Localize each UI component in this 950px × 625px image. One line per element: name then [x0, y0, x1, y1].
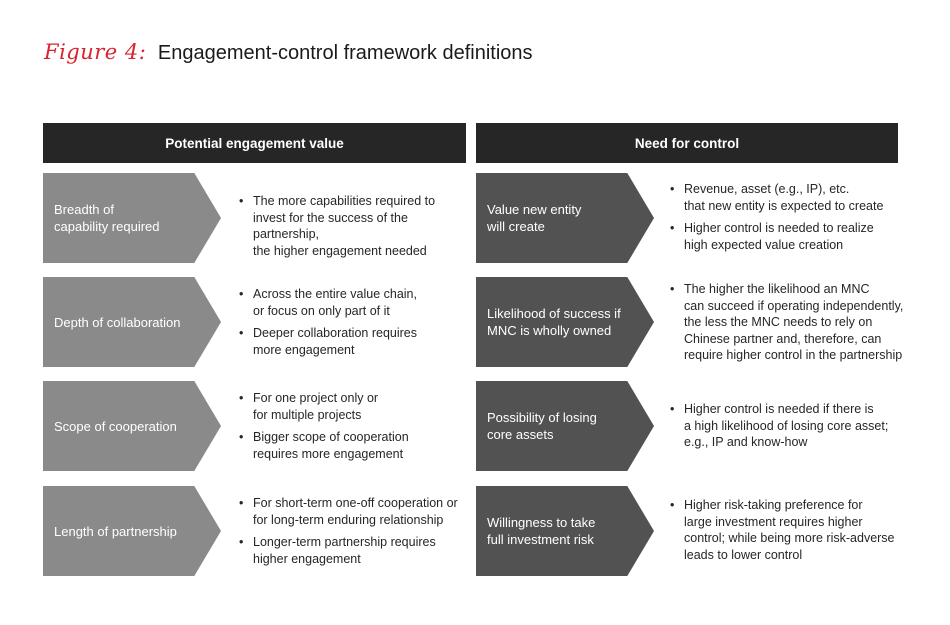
label-line: Value new entity [487, 202, 582, 217]
label-line: Breadth of [54, 202, 114, 217]
bullet-line: high expected value creation [684, 237, 844, 252]
label-line: capability required [54, 219, 160, 234]
label-line: MNC is wholly owned [487, 323, 612, 338]
control-label-text: Value new entity will create [487, 201, 581, 235]
control-label-text: Possibility of losing core assets [487, 409, 597, 443]
bullet-line: Higher control is needed to realize [684, 221, 874, 235]
control-label-4: Willingness to take full investment risk [476, 486, 654, 576]
bullet-line: The more capabilities required to [253, 194, 436, 208]
bullet-line: the higher engagement needed [253, 243, 427, 258]
bullet-line: For one project only or [253, 391, 379, 405]
bullet-line: that new entity is expected to create [684, 198, 884, 213]
header-potential-engagement-value: Potential engagement value [43, 123, 466, 163]
label-line: Possibility of losing [487, 410, 597, 425]
figure-title-text: Engagement-control framework definitions [157, 42, 533, 64]
bullet-line: Higher risk-taking preference for [684, 498, 863, 512]
bullet-line: Chinese partner and, therefore, can [684, 331, 882, 346]
figure-number: Figure 4: [44, 40, 147, 64]
bullet-item: The more capabilities required to invest … [237, 193, 472, 259]
bullet-line: Revenue, asset (e.g., IP), etc. [684, 182, 850, 196]
control-bullets-4: Higher risk-taking preference for large i… [668, 497, 918, 569]
bullet-line: higher engagement [253, 551, 361, 566]
engagement-label-4: Length of partnership [43, 486, 221, 576]
bullet-item: For one project only or for multiple proj… [237, 390, 472, 423]
bullet-line: Higher control is needed if there is [684, 402, 874, 416]
bullet-line: more engagement [253, 342, 355, 357]
bullet-item: Higher control is needed to realize high … [668, 220, 918, 253]
control-bullets-3: Higher control is needed if there is a hi… [668, 401, 918, 457]
engagement-bullets-4: For short-term one-off cooperation or for… [237, 495, 472, 573]
bullet-line: The higher the likelihood an MNC [684, 282, 870, 296]
bullet-item: Higher control is needed if there is a hi… [668, 401, 918, 451]
bullet-line: Longer-term partnership requires [253, 535, 436, 549]
label-line: core assets [487, 427, 554, 442]
control-label-3: Possibility of losing core assets [476, 381, 654, 471]
bullet-item: Higher risk-taking preference for large i… [668, 497, 918, 563]
bullet-line: a high likelihood of losing core asset; [684, 418, 889, 433]
control-label-text: Likelihood of success if MNC is wholly ow… [487, 305, 621, 339]
label-line: Length of partnership [54, 523, 177, 539]
bullet-item: Deeper collaboration requires more engage… [237, 325, 472, 358]
engagement-label-2: Depth of collaboration [43, 277, 221, 367]
engagement-bullets-3: For one project only or for multiple proj… [237, 390, 472, 468]
engagement-label-text: Length of partnership [54, 523, 177, 540]
bullet-line: Bigger scope of cooperation [253, 430, 409, 444]
engagement-label-1: Breadth of capability required [43, 173, 221, 263]
control-label-text: Willingness to take full investment risk [487, 514, 595, 548]
control-label-2: Likelihood of success if MNC is wholly ow… [476, 277, 654, 367]
label-line: Depth of collaboration [54, 314, 181, 330]
control-label-1: Value new entity will create [476, 173, 654, 263]
engagement-label-text: Scope of cooperation [54, 418, 177, 435]
bullet-item: Revenue, asset (e.g., IP), etc. that new … [668, 181, 918, 214]
bullet-line: e.g., IP and know-how [684, 435, 808, 449]
bullet-line: require higher control in the partnershi… [684, 348, 903, 362]
bullet-line: Deeper collaboration requires [253, 326, 417, 340]
bullet-line: for long-term enduring relationship [253, 512, 444, 527]
engagement-bullets-2: Across the entire value chain, or focus o… [237, 286, 472, 364]
bullet-line: for multiple projects [253, 407, 362, 422]
engagement-label-text: Depth of collaboration [54, 314, 180, 331]
label-line: full investment risk [487, 532, 594, 547]
control-bullets-2: The higher the likelihood an MNC can succ… [668, 281, 918, 370]
label-line: will create [487, 219, 545, 234]
bullet-line: or focus on only part of it [253, 303, 390, 318]
bullet-line: For short-term one-off cooperation or [253, 496, 458, 510]
engagement-bullets-1: The more capabilities required to invest … [237, 193, 472, 265]
label-line: Scope of cooperation [54, 418, 177, 434]
control-bullets-1: Revenue, asset (e.g., IP), etc. that new … [668, 181, 918, 259]
header-need-for-control: Need for control [476, 123, 898, 163]
bullet-line: Across the entire value chain, [253, 287, 417, 301]
bullet-line: the less the MNC needs to rely on [684, 315, 873, 329]
bullet-line: invest for the success of the partnershi… [253, 210, 408, 242]
bullet-item: For short-term one-off cooperation or for… [237, 495, 472, 528]
bullet-line: can succeed if operating independently, [684, 298, 904, 313]
bullet-line: leads to lower control [684, 547, 803, 562]
bullet-item: Longer-term partnership requires higher e… [237, 534, 472, 567]
bullet-item: Bigger scope of cooperation requires more… [237, 429, 472, 462]
bullet-line: requires more engagement [253, 446, 404, 461]
engagement-label-text: Breadth of capability required [54, 201, 160, 235]
engagement-label-3: Scope of cooperation [43, 381, 221, 471]
figure-title: Figure 4: Engagement-control framework d… [44, 40, 533, 65]
bullet-item: Across the entire value chain, or focus o… [237, 286, 472, 319]
label-line: Likelihood of success if [487, 306, 621, 321]
bullet-item: The higher the likelihood an MNC can succ… [668, 281, 918, 364]
bullet-line: control; while being more risk-adverse [684, 531, 895, 545]
bullet-line: large investment requires higher [684, 514, 863, 529]
label-line: Willingness to take [487, 515, 596, 530]
